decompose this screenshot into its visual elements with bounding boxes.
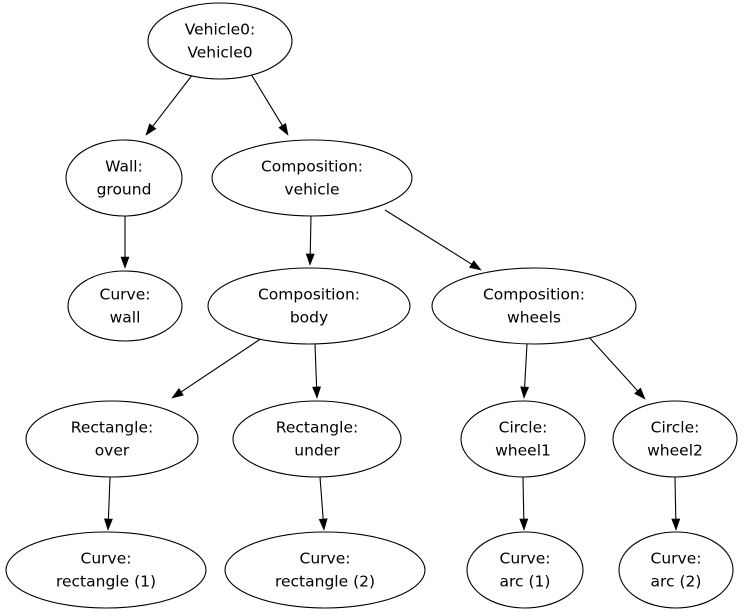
edge-line bbox=[314, 343, 318, 388]
arrowhead-icon bbox=[671, 518, 681, 531]
node-label-type: Rectangle: bbox=[276, 419, 358, 437]
edge-line bbox=[319, 476, 324, 520]
node-label-name: over bbox=[95, 442, 130, 460]
node-label-type: Vehicle0: bbox=[185, 21, 256, 39]
graph-edge-circle_wheel1-to-curve_arc_1 bbox=[519, 476, 529, 531]
node-label-type: Curve: bbox=[500, 550, 551, 568]
graph-edge-composition_wheels-to-circle_wheel1 bbox=[520, 343, 530, 399]
edge-line bbox=[384, 209, 472, 265]
arrowhead-icon bbox=[312, 386, 322, 399]
node-label-type: Composition: bbox=[483, 286, 585, 304]
graph-edge-composition_wheels-to-circle_wheel2 bbox=[587, 335, 646, 400]
graph-node-curve_arc_2[interactable]: Curve: arc (2) bbox=[618, 531, 734, 609]
arrowhead-icon bbox=[171, 388, 184, 399]
node-ellipse[interactable] bbox=[431, 267, 637, 345]
arrowhead-icon bbox=[318, 518, 328, 531]
node-label-name: wheel2 bbox=[647, 442, 703, 460]
nodes-layer: Vehicle0:Vehicle0Wall:groundComposition:… bbox=[5, 2, 738, 609]
edge-line bbox=[107, 476, 111, 520]
arrowhead-icon bbox=[145, 123, 157, 136]
graph-edge-circle_wheel2-to-curve_arc_2 bbox=[671, 476, 681, 531]
graph-edge-rectangle_over-to-curve_rectangle_1 bbox=[104, 476, 113, 531]
edge-line bbox=[180, 337, 263, 393]
node-ellipse[interactable] bbox=[67, 270, 183, 342]
node-label-name: arc (2) bbox=[651, 573, 702, 591]
node-ellipse[interactable] bbox=[618, 531, 734, 609]
arrowhead-icon bbox=[120, 256, 130, 269]
node-ellipse[interactable] bbox=[207, 267, 411, 345]
node-label-type: Wall: bbox=[105, 158, 143, 176]
arrowhead-icon bbox=[305, 253, 315, 266]
node-ellipse[interactable] bbox=[466, 531, 584, 609]
graph-edge-composition_vehicle-to-composition_wheels bbox=[384, 209, 482, 271]
node-label-type: Composition: bbox=[258, 286, 360, 304]
node-label-name: rectangle (1) bbox=[56, 573, 156, 591]
node-label-name: wall bbox=[110, 309, 141, 327]
node-label-type: Curve: bbox=[100, 286, 151, 304]
node-ellipse[interactable] bbox=[224, 531, 426, 609]
node-label-name: vehicle bbox=[284, 181, 339, 199]
arrowhead-icon bbox=[104, 518, 113, 531]
edge-line bbox=[524, 343, 528, 388]
node-ellipse[interactable] bbox=[25, 400, 199, 478]
node-label-name: under bbox=[294, 442, 340, 460]
graph-node-rectangle_under[interactable]: Rectangle: under bbox=[232, 400, 402, 478]
edges-layer bbox=[104, 73, 681, 531]
node-label-name: rectangle (2) bbox=[275, 573, 375, 591]
graph-node-curve_arc_1[interactable]: Curve: arc (1) bbox=[466, 531, 584, 609]
node-ellipse[interactable] bbox=[232, 400, 402, 478]
graph-node-composition_vehicle[interactable]: Composition: vehicle bbox=[211, 139, 413, 217]
arrowhead-icon bbox=[278, 123, 289, 136]
graph-node-circle_wheel2[interactable]: Circle: wheel2 bbox=[612, 400, 738, 478]
node-label-type: Curve: bbox=[651, 550, 702, 568]
node-label-name: body bbox=[290, 309, 328, 327]
graph-node-circle_wheel1[interactable]: Circle: wheel1 bbox=[460, 400, 586, 478]
graph-node-curve_wall[interactable]: Curve: wall bbox=[67, 270, 183, 342]
edge-line bbox=[309, 215, 312, 255]
graph-edge-vehicle0-to-composition_vehicle bbox=[250, 73, 289, 136]
node-ellipse[interactable] bbox=[460, 400, 586, 478]
graph-node-curve_rectangle_2[interactable]: Curve: rectangle (2) bbox=[224, 531, 426, 609]
node-ellipse[interactable] bbox=[147, 2, 293, 80]
graph-edge-composition_vehicle-to-composition_body bbox=[305, 215, 315, 266]
node-ellipse[interactable] bbox=[211, 139, 413, 217]
arrowhead-icon bbox=[520, 386, 530, 399]
edge-line bbox=[587, 335, 639, 392]
node-label-type: Composition: bbox=[261, 158, 363, 176]
graph-node-wall_ground[interactable]: Wall: ground bbox=[65, 139, 183, 217]
node-label-name: wheels bbox=[507, 309, 561, 327]
node-ellipse[interactable] bbox=[612, 400, 738, 478]
graph-edge-wall_ground-to-curve_wall bbox=[120, 216, 130, 269]
graph-edge-rectangle_under-to-curve_rectangle_2 bbox=[318, 476, 328, 531]
node-label-type: Circle: bbox=[499, 419, 548, 437]
node-label-name: wheel1 bbox=[495, 442, 551, 460]
edge-line bbox=[250, 73, 283, 126]
graph-edge-vehicle0-to-wall_ground bbox=[145, 73, 194, 136]
edge-line bbox=[674, 476, 677, 520]
arrowhead-icon bbox=[634, 387, 646, 400]
arrowhead-icon bbox=[519, 518, 529, 531]
graph-node-vehicle0[interactable]: Vehicle0: Vehicle0 bbox=[147, 2, 293, 80]
graph-node-rectangle_over[interactable]: Rectangle: over bbox=[25, 400, 199, 478]
graph-edge-composition_body-to-rectangle_over bbox=[171, 337, 263, 399]
node-ellipse[interactable] bbox=[5, 531, 207, 609]
node-ellipse[interactable] bbox=[65, 139, 183, 217]
node-label-type: Circle: bbox=[651, 419, 700, 437]
node-label-name: arc (1) bbox=[500, 573, 551, 591]
graph-node-composition_wheels[interactable]: Composition: wheels bbox=[431, 267, 637, 345]
graph-node-curve_rectangle_1[interactable]: Curve: rectangle (1) bbox=[5, 531, 207, 609]
node-label-name: Vehicle0 bbox=[187, 44, 252, 62]
edge-line bbox=[152, 73, 194, 127]
graph-edge-composition_body-to-rectangle_under bbox=[312, 343, 322, 399]
node-label-name: ground bbox=[97, 181, 152, 199]
edge-line bbox=[522, 476, 525, 520]
arrowhead-icon bbox=[469, 260, 482, 271]
graph-node-composition_body[interactable]: Composition: body bbox=[207, 267, 411, 345]
node-label-type: Curve: bbox=[300, 550, 351, 568]
node-label-type: Curve: bbox=[81, 550, 132, 568]
node-label-type: Rectangle: bbox=[71, 419, 153, 437]
